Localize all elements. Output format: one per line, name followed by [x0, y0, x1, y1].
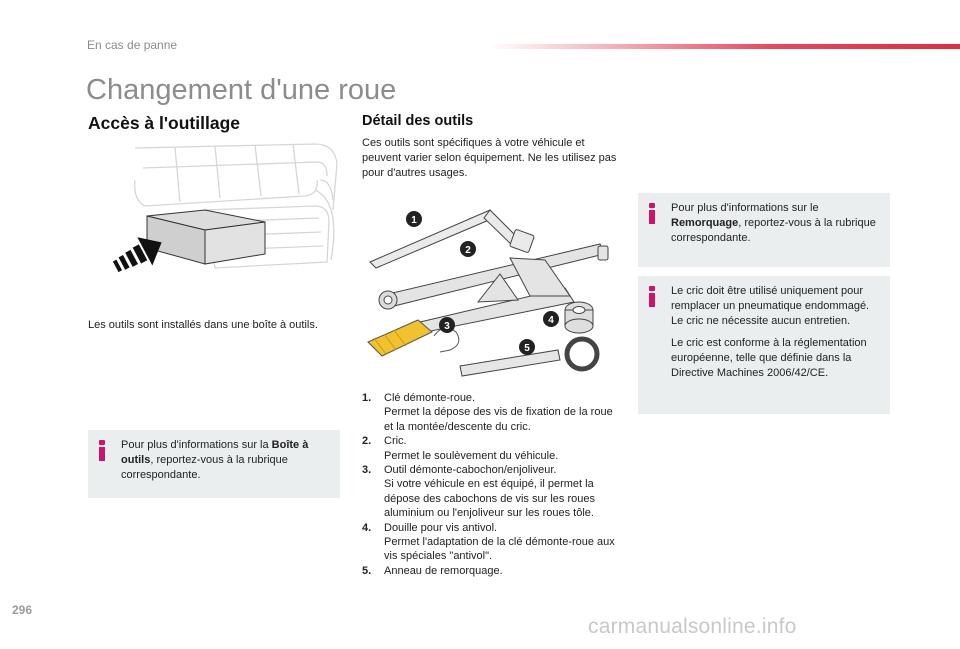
toolbox-caption: Les outils sont installés dans une boîte…	[88, 319, 318, 331]
wheel-brace	[369, 209, 535, 269]
note-jack: Le cric doit être utilisé uniquement pou…	[638, 276, 890, 414]
list-item: 4.Douille pour vis antivol.Permet l'adap…	[362, 521, 615, 563]
note-toolbox: Pour plus d'informations sur la Boîte à …	[88, 430, 340, 498]
seat-toolbox-illustration	[112, 143, 338, 273]
info-icon	[97, 440, 107, 462]
toolbox-icon	[146, 209, 266, 265]
list-item: 1.Clé démonte-roue.Permet la dépose des …	[362, 392, 613, 433]
list-item: 2.Cric.Permet le soulèvement du véhicule…	[362, 435, 559, 462]
list-item: 5.Anneau de remorquage.	[362, 564, 503, 577]
header-accent-bar	[490, 44, 960, 49]
svg-text:3: 3	[444, 321, 450, 332]
callout-2: 2	[460, 241, 476, 257]
heading-tool-access: Accès à l'outillage	[88, 113, 240, 133]
cap-removal-tool	[367, 319, 460, 357]
note-jack-text: Le cric doit être utilisé uniquement pou…	[671, 285, 870, 379]
callout-1: 1	[406, 211, 422, 227]
page-number: 296	[12, 603, 33, 617]
svg-text:5: 5	[524, 343, 530, 354]
callout-5: 5	[519, 339, 535, 355]
list-item: 3.Outil démonte-cabochon/enjoliveur.Si v…	[362, 464, 595, 520]
antitheft-socket	[564, 301, 594, 334]
svg-text:4: 4	[548, 315, 554, 326]
tools-intro: Ces outils sont spécifiques à votre véhi…	[362, 137, 617, 179]
info-icon	[647, 203, 657, 225]
arrow-icon	[112, 237, 162, 273]
callout-4: 4	[543, 311, 559, 327]
heading-tool-detail: Détail des outils	[362, 113, 474, 129]
jack	[378, 243, 609, 333]
note-towing-text: Pour plus d'informations sur le Remorqua…	[671, 202, 876, 244]
towing-eye	[459, 336, 600, 377]
page-title: Changement d'une roue	[86, 74, 397, 106]
callout-3: 3	[439, 317, 455, 333]
tool-list: 1.Clé démonte-roue.Permet la dépose des …	[362, 391, 618, 578]
link-toolbox: Boîte à outils	[121, 439, 309, 466]
tools-illustration: 1 2 3 4 5	[367, 209, 609, 377]
svg-text:1: 1	[411, 215, 417, 226]
note-towing: Pour plus d'informations sur le Remorqua…	[638, 193, 890, 267]
info-icon	[647, 286, 657, 308]
watermark: carmanualsonline.info	[588, 615, 797, 638]
section-label: En cas de panne	[87, 38, 178, 52]
svg-text:2: 2	[465, 245, 471, 256]
link-towing: Remorquage	[671, 217, 739, 229]
note-toolbox-text: Pour plus d'informations sur la Boîte à …	[121, 439, 309, 481]
